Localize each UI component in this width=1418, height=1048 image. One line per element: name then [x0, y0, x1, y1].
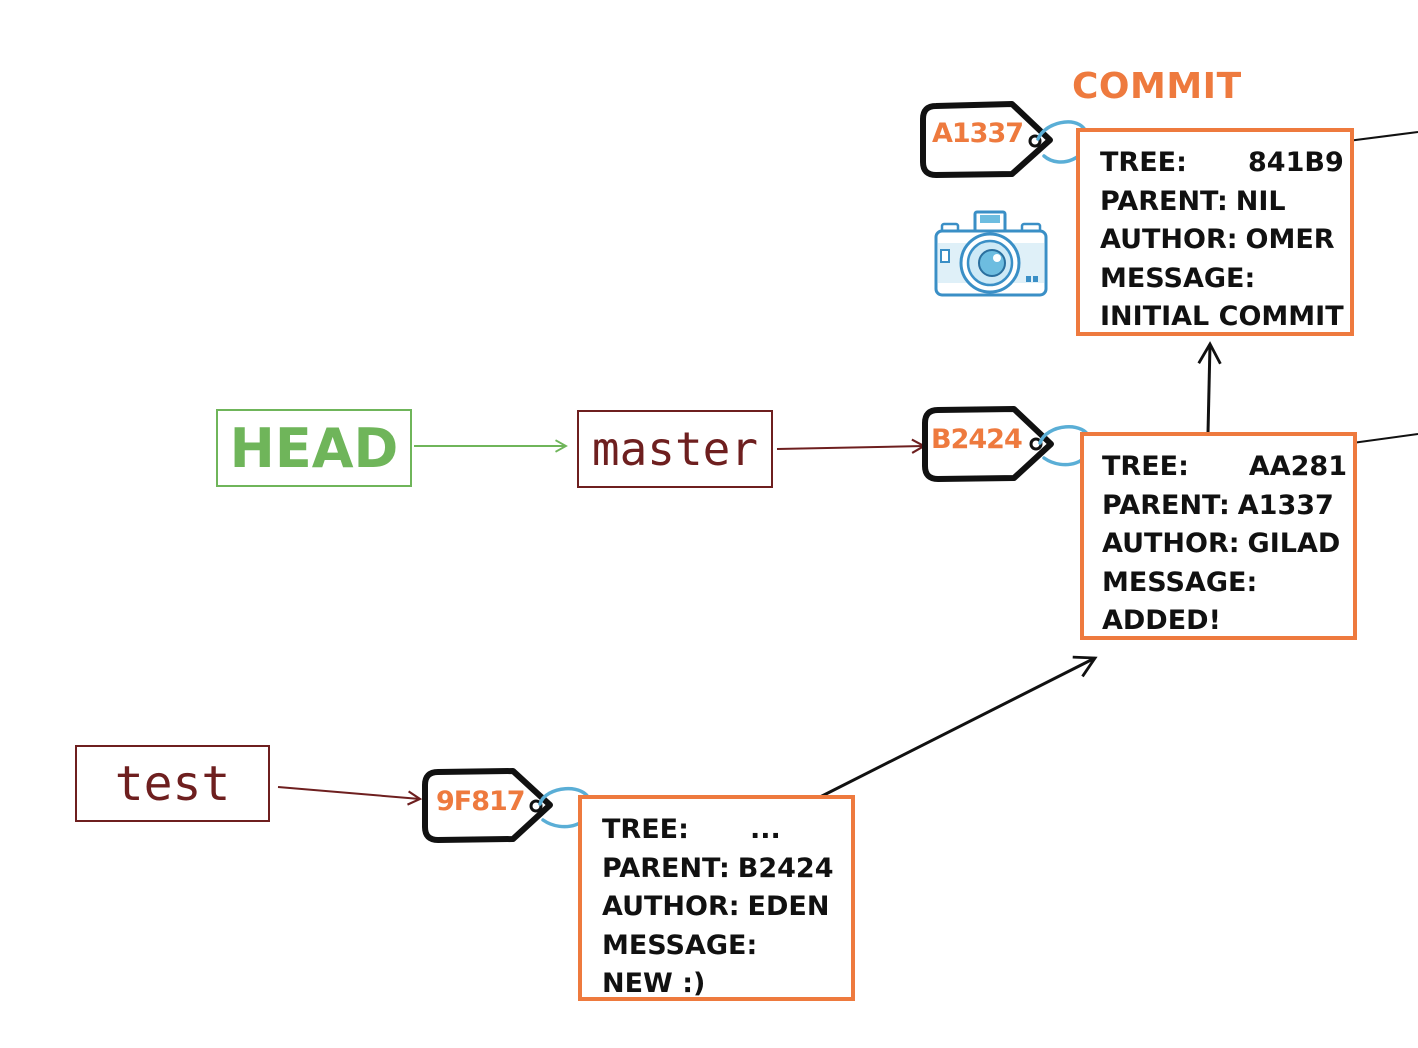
message-key: MESSAGE: [1100, 262, 1256, 294]
commit-box-b2424: TREE: AA281 PARENT: A1337 AUTHOR: GILAD … [1080, 432, 1357, 640]
author-value: OMER [1245, 224, 1335, 255]
commit-message-line: INITIAL COMMIT [1100, 298, 1344, 337]
commit-box-9f817: TREE: ... PARENT: B2424 AUTHOR: EDEN MES… [578, 795, 855, 1001]
commit-tree-line: TREE: 841B9 [1100, 144, 1344, 183]
test-to-commit-arrow [277, 786, 423, 806]
master-to-commit-arrow [776, 438, 927, 454]
message-value: ADDED! [1102, 605, 1221, 636]
tree-value: AA281 [1248, 451, 1347, 482]
commit-author-line: AUTHOR: GILAD [1102, 525, 1347, 564]
head-ref-label: HEAD [229, 416, 399, 480]
commit-hash-9f817: 9F817 [436, 786, 526, 817]
tag-icon-b2424 [922, 406, 1092, 482]
author-key: AUTHOR: [1100, 224, 1238, 255]
tree-pointer-line-2 [1344, 433, 1418, 445]
head-ref-box: HEAD [216, 409, 412, 487]
parent-arrow-9f817-to-b2424 [819, 655, 1098, 799]
commit-box-a1337: TREE: 841B9 PARENT: NIL AUTHOR: OMER MES… [1076, 128, 1354, 336]
message-value: INITIAL COMMIT [1100, 301, 1344, 332]
commit-tree-line: TREE: ... [602, 811, 845, 850]
diagram-title: COMMIT [1072, 66, 1242, 107]
message-key: MESSAGE: [602, 929, 758, 961]
commit-parent-line: PARENT: B2424 [602, 850, 845, 889]
message-key: MESSAGE: [1102, 566, 1258, 598]
commit-tree-line: TREE: AA281 [1102, 448, 1347, 487]
parent-value: A1337 [1237, 489, 1334, 521]
commit-author-line: AUTHOR: OMER [1100, 221, 1344, 260]
commit-message-line: NEW :) [602, 965, 845, 1004]
parent-key: PARENT: [1100, 185, 1228, 217]
author-key: AUTHOR: [1102, 528, 1240, 559]
commit-parent-line: PARENT: A1337 [1102, 487, 1347, 526]
master-branch-label: master [591, 422, 759, 476]
parent-key: PARENT: [602, 852, 730, 884]
camera-icon [934, 210, 1048, 297]
commit-message-key-line: MESSAGE: [1100, 260, 1344, 299]
tree-value: 841B9 [1248, 147, 1344, 178]
tree-key: TREE: [602, 814, 689, 845]
parent-value: NIL [1235, 185, 1286, 217]
commit-message-line: ADDED! [1102, 602, 1347, 641]
test-branch-box: test [75, 745, 270, 822]
author-value: GILAD [1247, 528, 1341, 559]
commit-message-key-line: MESSAGE: [602, 927, 845, 966]
tree-key: TREE: [1100, 147, 1187, 178]
tag-icon-a1337 [920, 101, 1089, 178]
author-value: EDEN [747, 891, 830, 922]
parent-value: B2424 [737, 852, 834, 884]
commit-message-key-line: MESSAGE: [1102, 564, 1347, 603]
author-key: AUTHOR: [602, 891, 740, 922]
parent-key: PARENT: [1102, 489, 1230, 521]
commit-hash-a1337: A1337 [932, 118, 1024, 149]
commit-parent-line: PARENT: NIL [1100, 183, 1344, 222]
test-branch-label: test [114, 755, 231, 812]
message-value: NEW :) [602, 968, 706, 999]
commit-hash-b2424: B2424 [931, 424, 1023, 455]
tree-key: TREE: [1102, 451, 1189, 482]
tree-value: ... [750, 814, 781, 845]
commit-author-line: AUTHOR: EDEN [602, 888, 845, 927]
master-branch-box: master [577, 410, 773, 488]
